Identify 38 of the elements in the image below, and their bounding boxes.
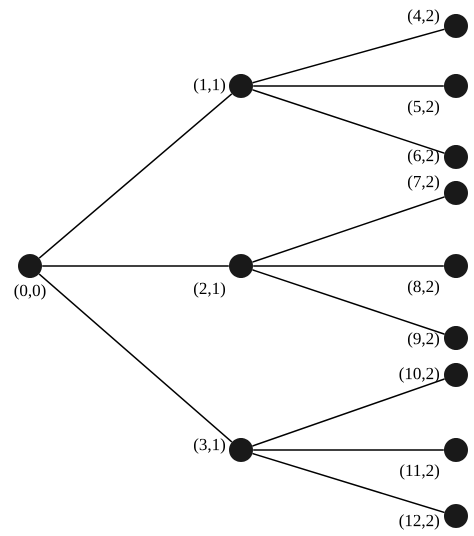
line bbox=[38, 273, 232, 443]
line bbox=[252, 452, 445, 514]
node-label: (9,2) bbox=[408, 332, 440, 348]
node-label: (2,1) bbox=[194, 282, 226, 298]
node-label: (12,2) bbox=[399, 514, 440, 530]
dot bbox=[444, 181, 468, 205]
node-label: (6,2) bbox=[408, 149, 440, 165]
dot bbox=[444, 254, 468, 278]
node-label: (5,2) bbox=[408, 100, 440, 116]
line bbox=[42, 265, 229, 267]
dot bbox=[444, 438, 468, 462]
dot bbox=[229, 438, 253, 462]
line bbox=[252, 28, 444, 84]
line bbox=[253, 265, 444, 267]
dot bbox=[444, 74, 468, 98]
dot bbox=[229, 74, 253, 98]
node-label: (1,1) bbox=[194, 78, 226, 94]
dot bbox=[444, 145, 468, 169]
node-label: (0,0) bbox=[14, 284, 46, 300]
node-label: (3,1) bbox=[194, 438, 226, 454]
line bbox=[252, 269, 445, 335]
dot bbox=[444, 14, 468, 38]
node-label: (10,2) bbox=[399, 367, 440, 383]
node-label: (7,2) bbox=[408, 175, 440, 191]
dot bbox=[444, 363, 468, 387]
dot bbox=[444, 326, 468, 350]
node-label: (8,2) bbox=[408, 280, 440, 296]
dot bbox=[229, 254, 253, 278]
line bbox=[252, 89, 445, 154]
line bbox=[252, 378, 445, 447]
line bbox=[252, 196, 445, 263]
node-label: (4,2) bbox=[408, 9, 440, 25]
dot bbox=[18, 254, 42, 278]
line bbox=[38, 93, 232, 259]
dot bbox=[444, 504, 468, 528]
line bbox=[253, 85, 444, 87]
line bbox=[253, 449, 444, 451]
node-label: (11,2) bbox=[400, 464, 440, 480]
